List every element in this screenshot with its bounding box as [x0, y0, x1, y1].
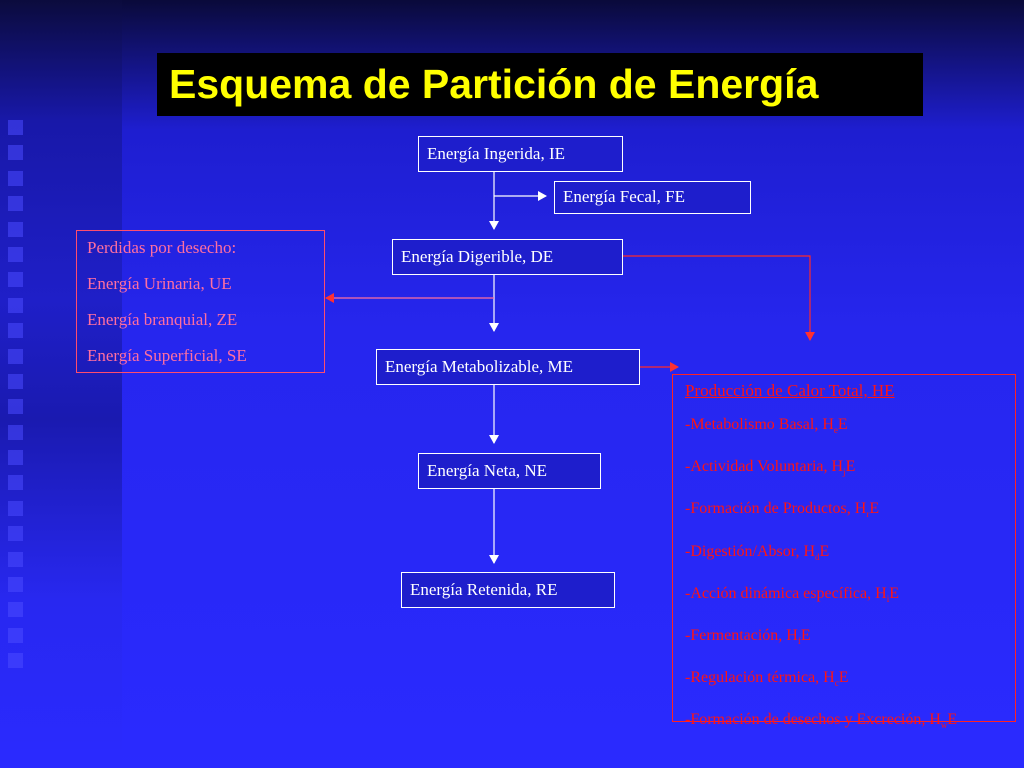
node-label: Energía Retenida, RE: [410, 580, 558, 599]
node-label: Energía Digerible, DE: [401, 247, 554, 266]
heat-item: -Formación de Productos, HrE: [685, 500, 880, 520]
node-energia-fecal: Energía Fecal, FE: [554, 181, 751, 214]
decorative-squares: [8, 120, 28, 679]
node-energia-metabolizable: Energía Metabolizable, ME: [376, 349, 640, 385]
node-label: Energía Neta, NE: [427, 461, 548, 480]
node-label: Energía Metabolizable, ME: [385, 357, 574, 376]
heat-item: -Digestión/Absor, HdE: [685, 542, 830, 562]
heat-item: -Fermentación, HfE: [685, 626, 811, 647]
waste-losses-box: Perdidas por desecho: Energía Urinaria, …: [76, 230, 325, 373]
arrow-de-heat: [606, 255, 815, 341]
total-heat-box: Producción de Calor Total, HE -Metabolis…: [672, 374, 1016, 731]
node-energia-digerible: Energía Digerible, DE: [392, 239, 623, 275]
heat-item: -Formación de desechos y Excreción, HwE: [685, 711, 958, 731]
slide-title: Esquema de Partición de Energía: [169, 61, 819, 107]
heat-item: -Metabolismo Basal, HeE: [685, 416, 848, 436]
heat-title: Producción de Calor Total, HE: [685, 381, 895, 400]
waste-item: Energía Superficial, SE: [87, 346, 247, 365]
node-energia-neta: Energía Neta, NE: [418, 453, 601, 489]
heat-item: -Regulación térmica, HcE: [685, 669, 849, 689]
title-bar: Esquema de Partición de Energía: [157, 53, 923, 116]
heat-item: -Actividad Voluntaria, HjE: [685, 458, 856, 478]
node-energia-ingerida: Energía Ingerida, IE: [418, 136, 623, 172]
waste-heading: Perdidas por desecho:: [87, 238, 237, 257]
left-decorative-band: [0, 0, 122, 768]
heat-item: -Acción dinámica específica, HiE: [685, 584, 899, 604]
waste-item: Energía branquial, ZE: [87, 310, 238, 329]
node-label: Energía Ingerida, IE: [427, 144, 565, 163]
node-energia-retenida: Energía Retenida, RE: [401, 572, 615, 608]
waste-item: Energía Urinaria, UE: [87, 274, 232, 293]
node-label: Energía Fecal, FE: [563, 187, 685, 206]
